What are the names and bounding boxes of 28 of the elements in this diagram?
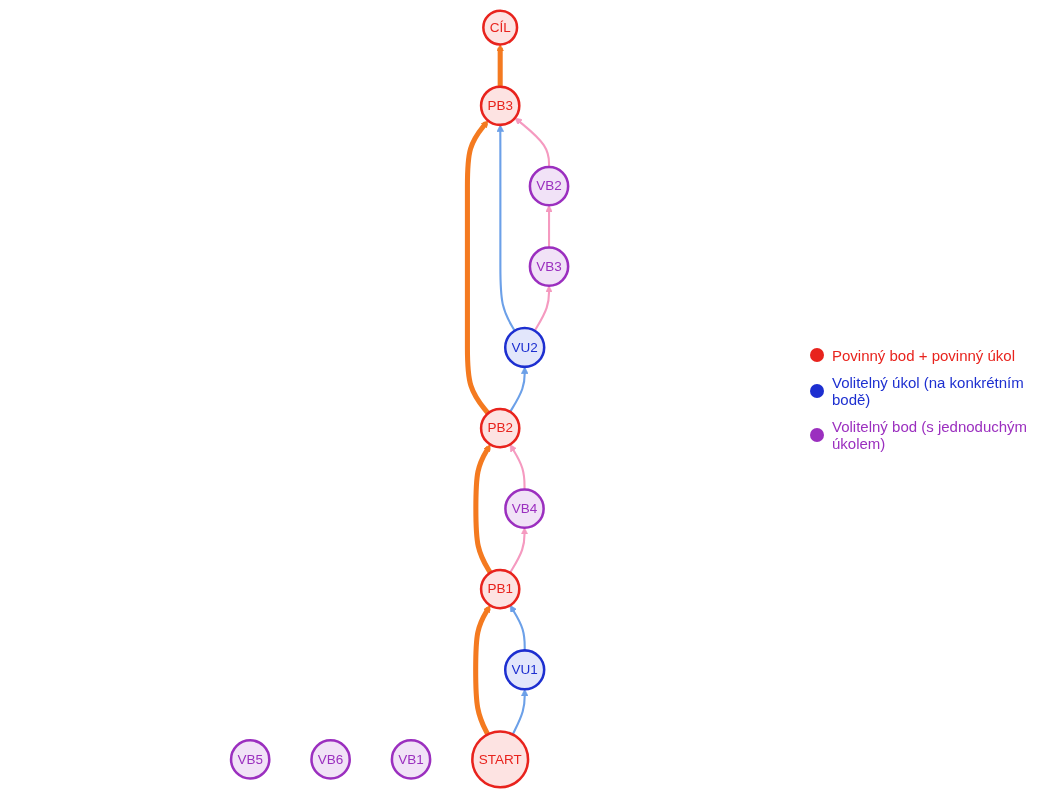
arrow: [509, 527, 529, 574]
node-circle: PB1: [480, 568, 521, 610]
arrow: [510, 444, 526, 490]
node-circle: CÍL: [482, 9, 519, 46]
node-circle: VB1: [391, 739, 432, 780]
legend-text: Povinný bod + povinný úkol: [832, 346, 1016, 364]
node-circle: PB2: [480, 407, 521, 449]
arrow: [465, 120, 491, 415]
node-circle: START: [471, 730, 530, 789]
node-circle: VU2: [504, 326, 546, 369]
node-circle: VB5: [230, 739, 271, 780]
node-circle: VB6: [310, 739, 352, 780]
arrow: [473, 444, 493, 574]
arrow: [534, 285, 554, 332]
arrow: [509, 366, 529, 413]
node-circle: VB2: [529, 165, 570, 207]
arrow: [510, 605, 527, 651]
arrow: [497, 124, 516, 332]
node-circle: PB3: [480, 85, 521, 127]
arrow: [512, 689, 529, 735]
legend-text: Volitelný úkol (na konkrétním bodě): [832, 373, 1025, 408]
node-circle: VB4: [504, 488, 546, 529]
arrow: [515, 117, 551, 168]
arrow: [496, 44, 505, 87]
arrow: [473, 605, 492, 736]
legend-text: Volitelný bod (s jednoduchým úkolem): [832, 417, 1029, 452]
node-circle: VB3: [529, 246, 570, 287]
node-circle: VU1: [504, 649, 546, 691]
